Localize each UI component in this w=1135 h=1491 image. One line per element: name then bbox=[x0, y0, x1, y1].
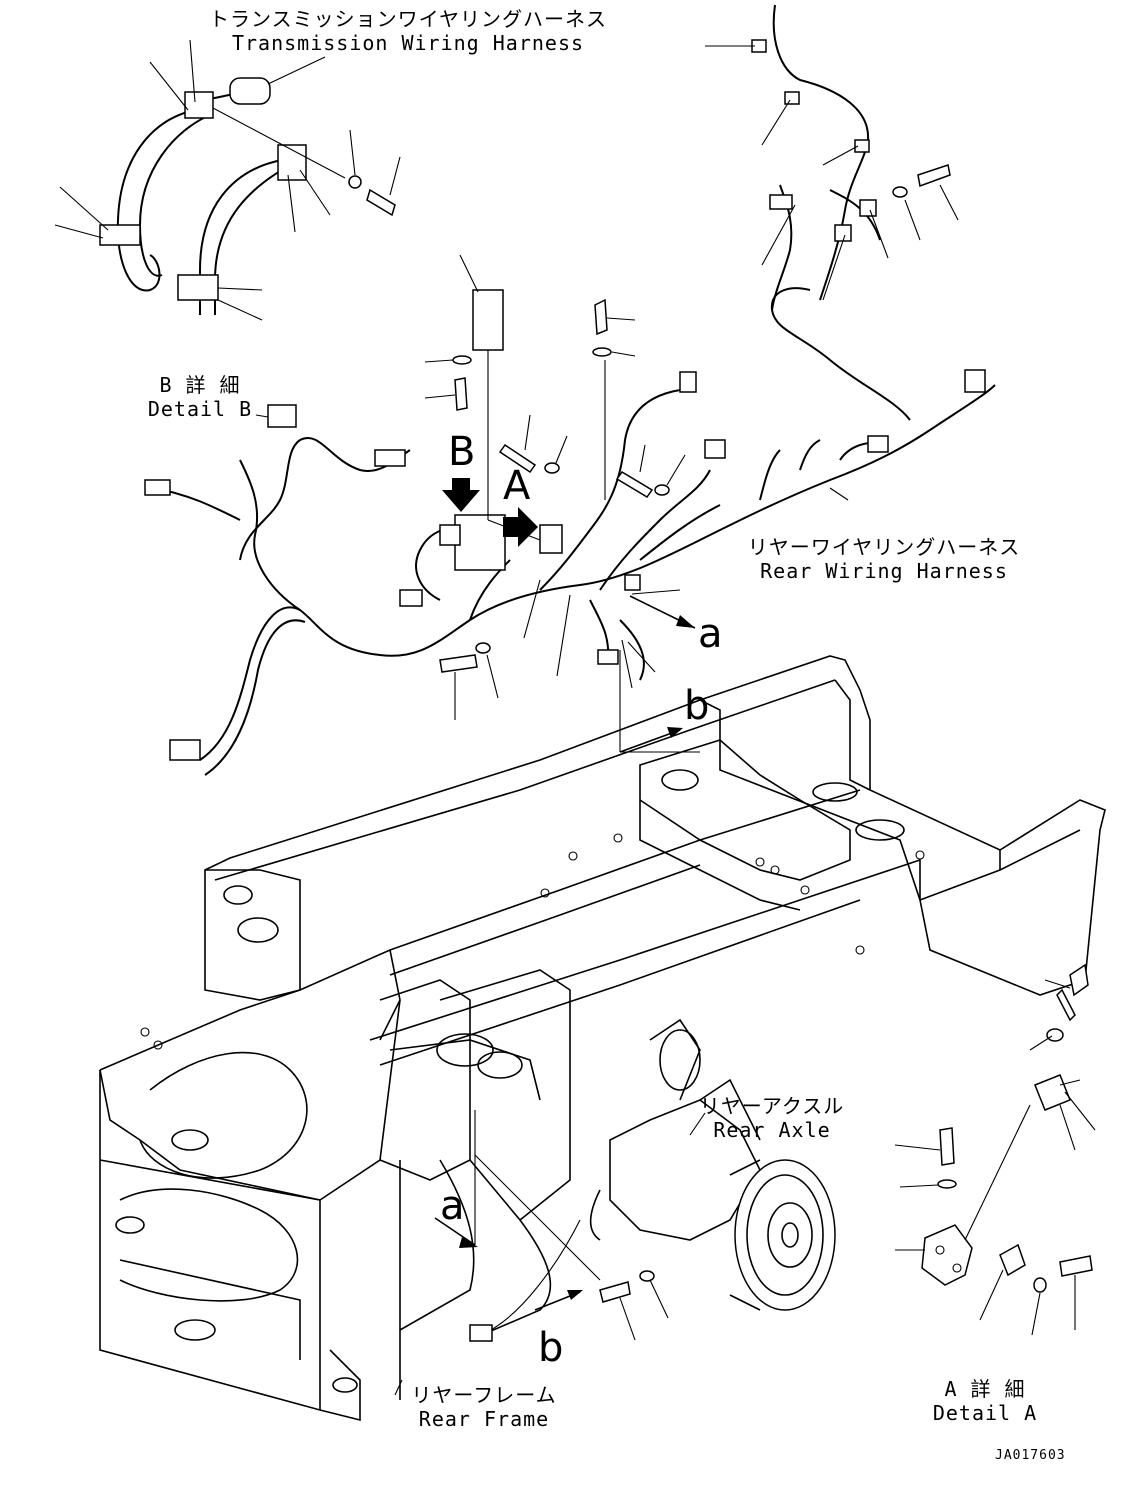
rear-harness-label-en: Rear Wiring Harness bbox=[760, 559, 1008, 583]
rear-axle-label-en: Rear Axle bbox=[713, 1118, 831, 1142]
reference-b-top: b bbox=[684, 683, 710, 729]
rear-frame bbox=[99, 655, 1106, 1422]
frame-callouts bbox=[434, 1110, 669, 1341]
detail-a-label-jp: A 詳 細 bbox=[944, 1377, 1026, 1401]
detail-a-label-en: Detail A bbox=[932, 1401, 1038, 1425]
rear-harness-label-jp: リヤーワイヤリングハーネス bbox=[747, 535, 1021, 559]
detail-a-parts bbox=[894, 963, 1096, 1336]
transmission-harness-label-en: Transmission Wiring Harness bbox=[231, 31, 585, 55]
view-marker-b: B bbox=[448, 429, 476, 475]
reference-a-bottom: a bbox=[440, 1183, 465, 1229]
rear-axle bbox=[589, 1018, 836, 1311]
detail-b-label-jp: B 詳 細 bbox=[159, 373, 241, 397]
reference-a-top: a bbox=[698, 611, 723, 657]
view-marker-a: A bbox=[503, 463, 531, 509]
rear-frame-label-jp: リヤーフレーム bbox=[411, 1383, 557, 1407]
drawing-number: JA017603 bbox=[995, 1448, 1066, 1463]
rear-wiring-harness bbox=[144, 4, 996, 776]
detail-b-label-en: Detail B bbox=[147, 397, 253, 421]
transmission-harness-label-jp: トランスミッションワイヤリングハーネス bbox=[209, 7, 607, 31]
rear-axle-label-jp: リヤーアクスル bbox=[699, 1094, 845, 1118]
rear-frame-label-en: Rear Frame bbox=[418, 1407, 550, 1431]
transmission-harness-detail-b bbox=[54, 39, 401, 321]
reference-b-bottom: b bbox=[538, 1325, 564, 1371]
